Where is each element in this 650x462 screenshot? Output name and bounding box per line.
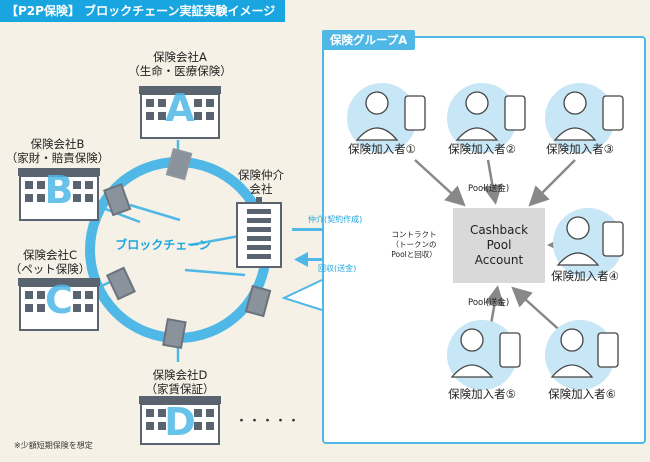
block-icon-bottom [162, 318, 187, 350]
group-callout-pointer [281, 279, 323, 311]
pool-send-label-bottom: Pool(送金) [468, 298, 510, 308]
broker-label: 保険仲介会社 [238, 168, 284, 196]
company-b-label: 保険会社B（家財・賠責保険） [5, 137, 110, 165]
pool-send-label-top: Pool(送金) [468, 184, 510, 194]
building-a-letter: A [165, 86, 195, 130]
building-c-letter: C [45, 278, 73, 322]
member-2-avatar [447, 83, 526, 153]
company-a-label: 保険会社A（生命・医療保険） [128, 50, 232, 78]
broker-building-icon [236, 197, 282, 268]
insurance-group-title: 保険グループA [322, 30, 416, 50]
building-c-icon [18, 278, 100, 331]
company-d-label: 保険会社D（家賃保証） [145, 368, 215, 396]
building-a-icon [139, 86, 221, 139]
company-c-label: 保険会社C（ペット保険） [9, 248, 91, 276]
member-2-label: 保険加入者② [448, 142, 516, 156]
member-6-label: 保険加入者⑥ [548, 387, 616, 401]
building-d-icon [139, 396, 221, 445]
member-1-avatar [347, 83, 426, 153]
collect-label: 回収(送金) [318, 264, 357, 273]
page-title: 【P2P保険】 ブロックチェーン実証実験イメージ [0, 0, 286, 22]
block-icon-lower-left [106, 266, 136, 301]
member-4-label: 保険加入者④ [551, 269, 619, 283]
more-companies-ellipsis: ・・・・・ [235, 414, 301, 429]
block-icon-left [103, 183, 132, 217]
block-icon-right [244, 285, 272, 318]
arrow-member-1 [414, 159, 466, 207]
member-3-label: 保険加入者③ [546, 142, 614, 156]
member-1-label: 保険加入者① [348, 142, 416, 156]
member-3-avatar [545, 83, 624, 153]
member-4-avatar [553, 208, 624, 278]
member-5-avatar [447, 320, 521, 390]
member-6-avatar [545, 320, 619, 390]
arrow-member-2 [482, 159, 503, 205]
building-b-icon [18, 168, 100, 221]
footnote: ※少額短期保険を想定 [14, 441, 93, 450]
create-contract-label: 仲介(契約作成) [308, 215, 363, 224]
arrow-member-3 [528, 159, 576, 207]
arrow-member-6 [511, 286, 566, 336]
building-d-letter: D [164, 400, 196, 444]
blockchain-label: ブロックチェーン [115, 238, 211, 252]
block-icon-top [165, 148, 193, 181]
member-5-label: 保険加入者⑤ [448, 387, 516, 401]
building-b-letter: B [44, 168, 74, 212]
